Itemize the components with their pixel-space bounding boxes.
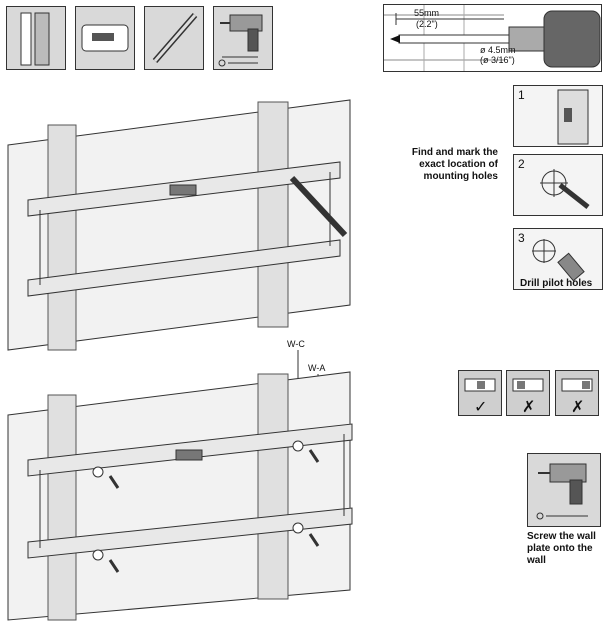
stud-edge-icon — [557, 89, 589, 145]
screw-tool-box — [527, 453, 601, 527]
wc-label: W-C — [287, 339, 305, 349]
depth-mm-label: 55mm — [414, 8, 440, 18]
drill-depth-detail: 55mm (2.2") ø 4.5mm (ø 3/16") — [383, 4, 602, 72]
level-mark-wrong-2: ✗ — [571, 399, 585, 416]
screw — [108, 559, 120, 573]
level-check-wrong-1: ✗ — [506, 370, 550, 416]
stud-finder-device — [75, 6, 135, 70]
screw — [308, 533, 320, 547]
stud-wall-icon — [20, 12, 50, 66]
mark-hole-icon — [540, 169, 590, 209]
drill-and-screws-tool — [213, 6, 273, 70]
wa-label: W-A — [308, 363, 326, 373]
level-mark-correct: ✓ — [474, 399, 488, 416]
drill-bit-diagram — [384, 5, 601, 71]
drill-label: Drill pilot holes — [520, 278, 593, 289]
screw-hole — [92, 549, 104, 561]
step-3-number: 3 — [518, 231, 525, 245]
screw-hole — [292, 522, 304, 534]
screw-hole — [292, 440, 304, 452]
step-3-box: 3 — [513, 228, 603, 290]
level-icon — [512, 378, 544, 392]
screw — [108, 475, 120, 489]
step-2-box: 2 — [513, 154, 603, 216]
step-1-number: 1 — [518, 88, 525, 102]
level-check-wrong-2: ✗ — [555, 370, 599, 416]
level-mark-wrong-1: ✗ — [522, 399, 536, 416]
level-icon — [561, 378, 593, 392]
step-2-number: 2 — [518, 157, 525, 171]
pencil-icon — [152, 13, 198, 63]
mark-instruction: Find and mark the exact location of moun… — [411, 147, 498, 182]
level-icon — [464, 378, 496, 392]
diameter-mm-label: ø 4.5mm — [480, 45, 516, 55]
wall-plate-screw-diagram — [7, 350, 353, 621]
stud-finder-icon — [81, 24, 129, 52]
stud-finder-tool — [6, 6, 66, 70]
screw-instruction: Screw the wall plate onto the wall — [527, 531, 596, 566]
drill-hole-icon — [532, 239, 585, 282]
diameter-in-label: (ø 3/16") — [480, 55, 515, 65]
level-check-correct: ✓ — [458, 370, 502, 416]
screw-hole — [92, 466, 104, 478]
drill-icon — [218, 14, 263, 67]
wall-plate-marking-diagram — [7, 99, 351, 351]
pencil-marker — [289, 175, 348, 238]
depth-in-label: (2.2") — [416, 19, 438, 29]
drill-icon — [536, 463, 588, 520]
pencil-tool — [144, 6, 204, 70]
screw — [308, 449, 320, 463]
step-1-box: 1 — [513, 85, 603, 147]
